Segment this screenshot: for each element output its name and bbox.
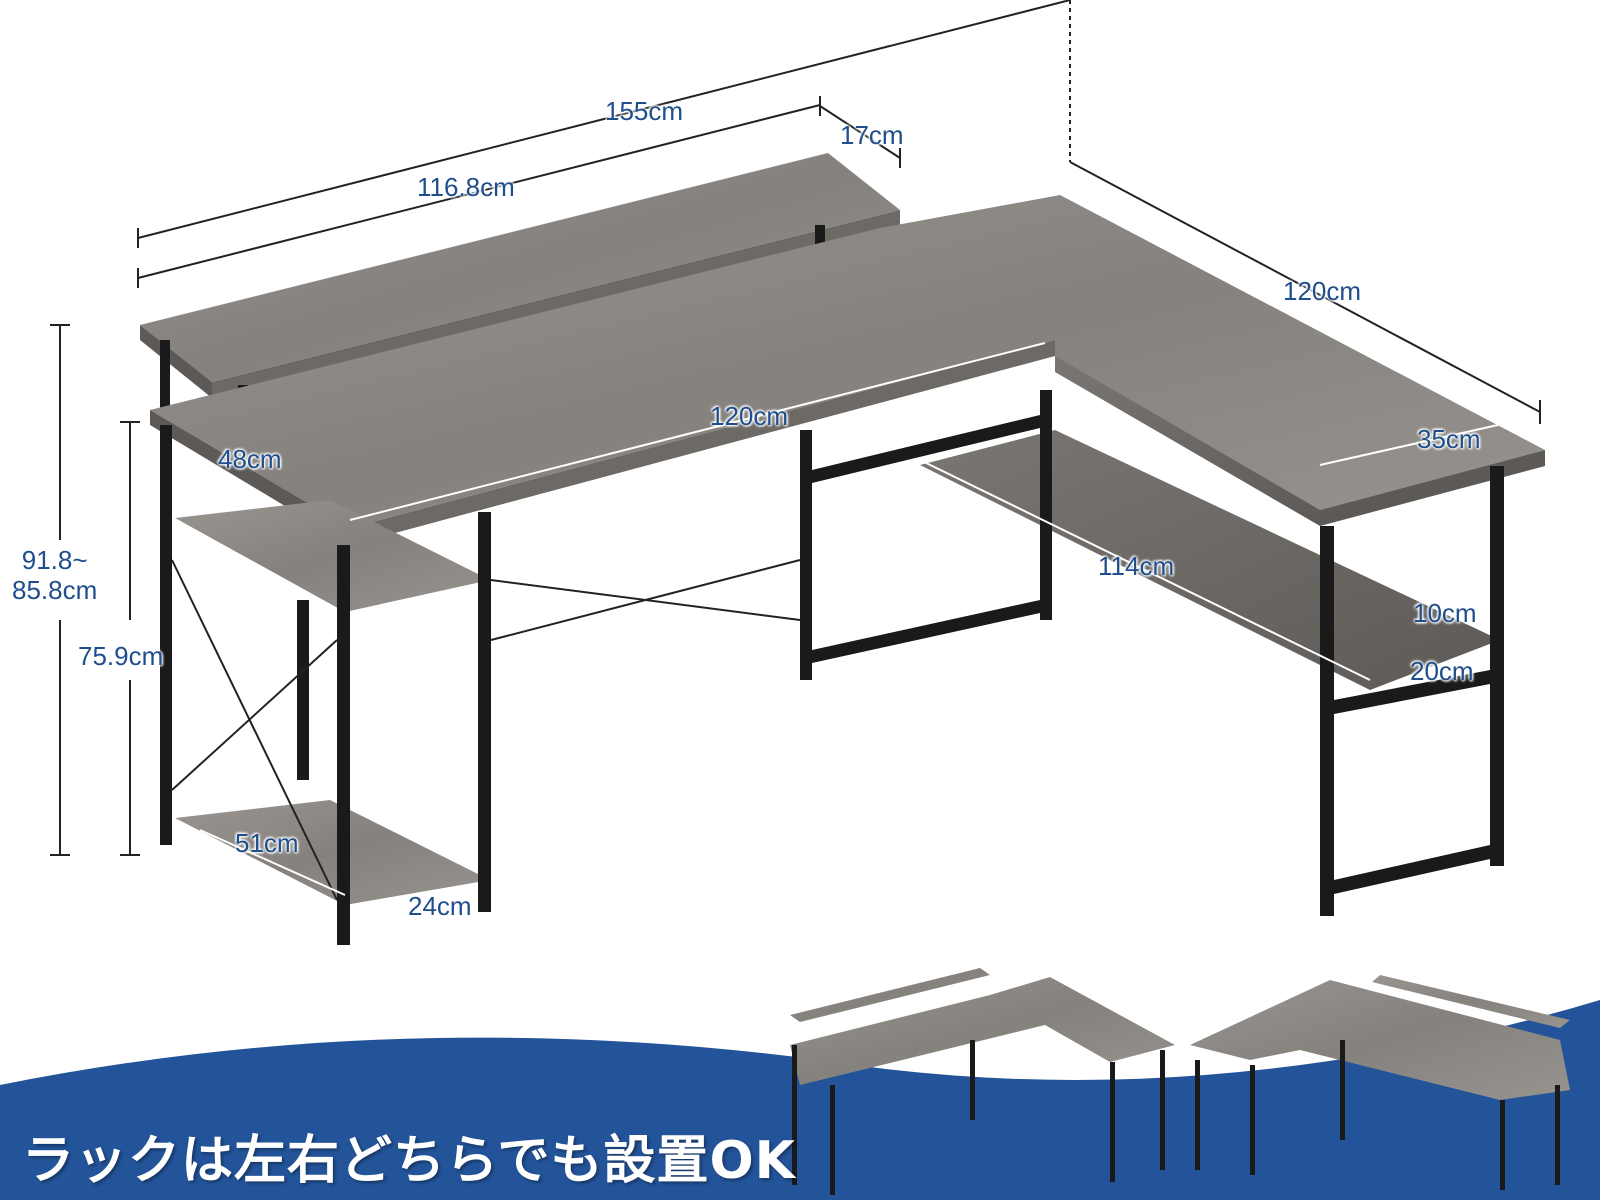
dimension-shelf-depth: 17cm	[840, 120, 904, 150]
dimension-lines	[50, 0, 1541, 856]
desktop	[150, 195, 1545, 545]
dimension-side-length: 120cm	[1283, 276, 1362, 306]
dimension-height-adjustable: 91.8~ 85.8cm	[12, 545, 98, 605]
dimension-side-depth: 35cm	[1417, 424, 1481, 454]
dimension-shelf-width: 116.8cm	[417, 172, 515, 202]
frame-legs	[160, 390, 1504, 945]
side-rack	[175, 500, 490, 905]
preview-right-orientation	[1190, 975, 1570, 1190]
dimension-lower-shelf-depth: 20cm	[1410, 656, 1474, 686]
dimension-main-length: 120cm	[710, 401, 789, 431]
dimension-main-depth: 48cm	[218, 444, 282, 474]
wood-measure-guides	[199, 342, 1521, 896]
preview-left-orientation	[790, 968, 1175, 1195]
lower-long-shelf	[920, 430, 1500, 690]
banner-caption: ラックは左右どちらでも設置OK	[22, 1131, 796, 1191]
dimension-rack-depth: 24cm	[408, 891, 472, 921]
dimension-overall-width: 155cm	[605, 96, 684, 126]
dimension-lower-shelf-gap: 10cm	[1413, 598, 1477, 628]
cross-brace	[171, 559, 801, 901]
dimension-lower-shelf-length: 114cm	[1098, 551, 1175, 581]
dimension-desk-height: 75.9cm	[78, 641, 164, 671]
dimension-rack-length: 51cm	[235, 828, 299, 858]
